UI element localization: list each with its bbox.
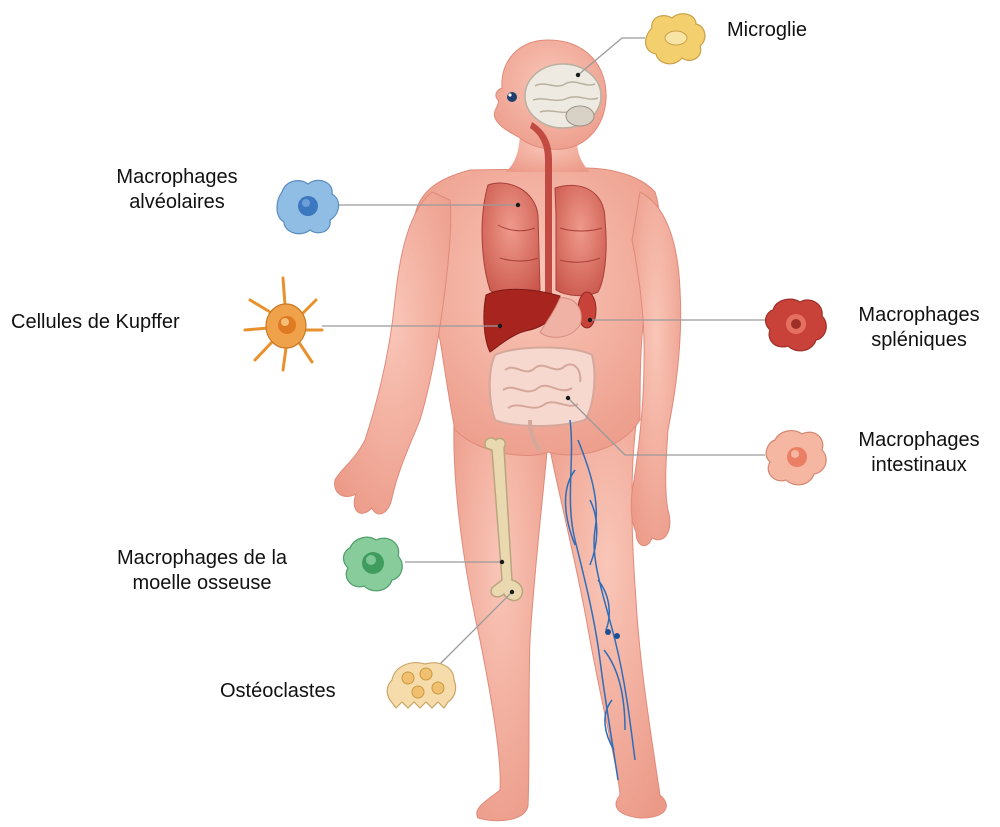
alveolar-macrophage-cell-icon xyxy=(277,180,339,233)
microglie-cell-icon xyxy=(646,14,705,64)
eye xyxy=(507,92,517,102)
kupffer-cell-icon xyxy=(245,278,322,370)
label-microglie: Microglie xyxy=(727,18,807,43)
intestinal-macrophage-cell-icon xyxy=(766,431,826,485)
label-macrophages-spleniques: Macrophages spléniques xyxy=(834,303,1000,353)
label-macrophages-alveolaires: Macrophages alvéolaires xyxy=(92,165,262,215)
brain xyxy=(525,64,601,128)
label-macrophages-moelle-osseuse: Macrophages de la moelle osseuse xyxy=(100,546,304,596)
label-osteoclastes: Ostéoclastes xyxy=(220,679,336,704)
vein-node xyxy=(605,629,611,635)
splenic-macrophage-cell-icon xyxy=(766,299,827,351)
bone-marrow-macrophage-cell-icon xyxy=(344,537,403,591)
human-body xyxy=(335,40,681,821)
label-cellules-de-kupffer: Cellules de Kupffer xyxy=(11,310,180,335)
left-arm xyxy=(335,192,451,514)
label-macrophages-intestinaux: Macrophages intestinaux xyxy=(834,428,1000,478)
osteoclast-cell-icon xyxy=(387,663,455,708)
